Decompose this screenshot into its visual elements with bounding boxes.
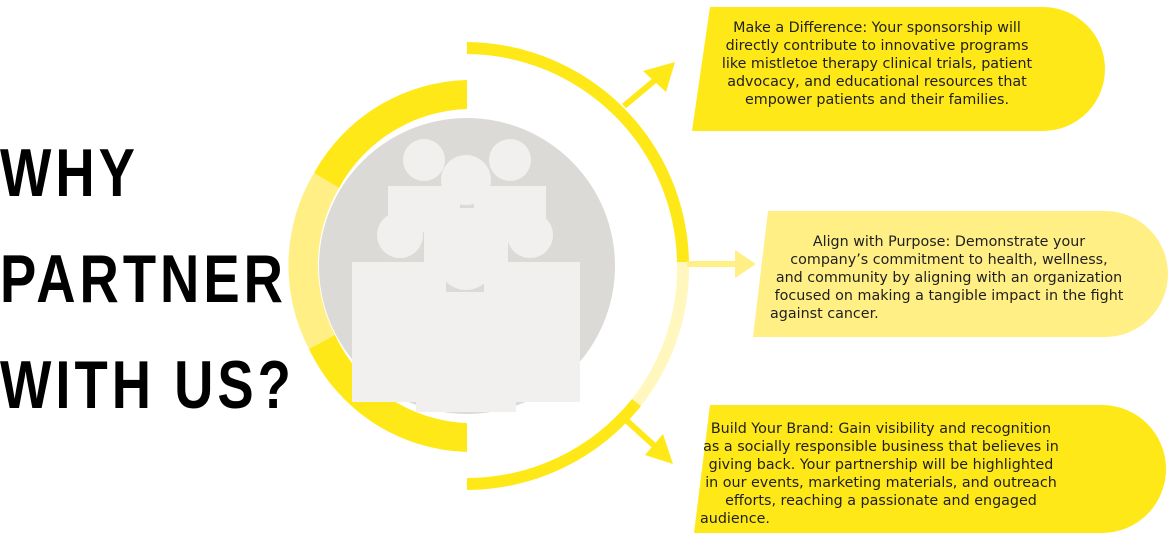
headline-line-3: WITH US?	[0, 347, 295, 423]
callout-make-a-difference: Make a Difference: Your sponsorship will…	[712, 19, 1042, 109]
callout-3-line: audience.	[700, 511, 770, 527]
callout-2-line: Align with Purpose: Demonstrate your	[812, 234, 1086, 250]
ring-segment-top	[314, 80, 467, 188]
headline-line-1: WHY	[0, 135, 139, 211]
callout-1-line: directly contribute to innovative progra…	[725, 38, 1029, 54]
callout-2-line: and community by aligning with an organi…	[775, 270, 1123, 286]
callout-2-line: focused on making a tangible impact in t…	[774, 288, 1124, 304]
callout-1-line: Make a Difference: Your sponsorship will	[733, 20, 1021, 36]
headline-line-2: PARTNER	[0, 241, 287, 317]
callout-background-3	[694, 405, 1166, 533]
callout-background-2	[753, 211, 1168, 337]
callout-align-with-purpose: Align with Purpose: Demonstrate your com…	[770, 233, 1128, 323]
callout-3-line: as a socially responsible business that …	[703, 439, 1059, 455]
group-of-people-icon	[352, 139, 580, 412]
ring-segment-bottom	[309, 335, 467, 452]
arrow-to-callout-1	[622, 62, 675, 109]
callout-2-line: company’s commitment to health, wellness…	[790, 252, 1108, 268]
arrow-to-callout-2	[687, 250, 756, 278]
callout-build-your-brand: Build Your Brand: Gain visibility and re…	[700, 420, 1062, 528]
callout-3-line: efforts, reaching a passionate and engag…	[725, 493, 1037, 509]
callout-1-line: empower patients and their families.	[744, 92, 1010, 108]
arc-segment-bottom	[467, 399, 641, 490]
callout-3-line: in our events, marketing materials, and …	[705, 475, 1057, 491]
callout-background-1	[692, 7, 1105, 131]
ring-segment-middle	[288, 173, 339, 349]
callout-3-line: Build Your Brand: Gain visibility and re…	[710, 421, 1052, 437]
callout-1-line: like mistletoe therapy clinical trials, …	[721, 56, 1033, 72]
headline: WHY PARTNER WITH US?	[0, 120, 295, 438]
arc-segment-middle	[632, 262, 690, 406]
callout-1-line: advocacy, and educational resources that	[727, 74, 1027, 90]
callout-3-line: giving back. Your partnership will be hi…	[708, 457, 1054, 473]
arrow-to-callout-3	[623, 417, 673, 464]
callout-2-line: against cancer.	[770, 306, 879, 322]
arc-segment-top	[467, 42, 689, 262]
